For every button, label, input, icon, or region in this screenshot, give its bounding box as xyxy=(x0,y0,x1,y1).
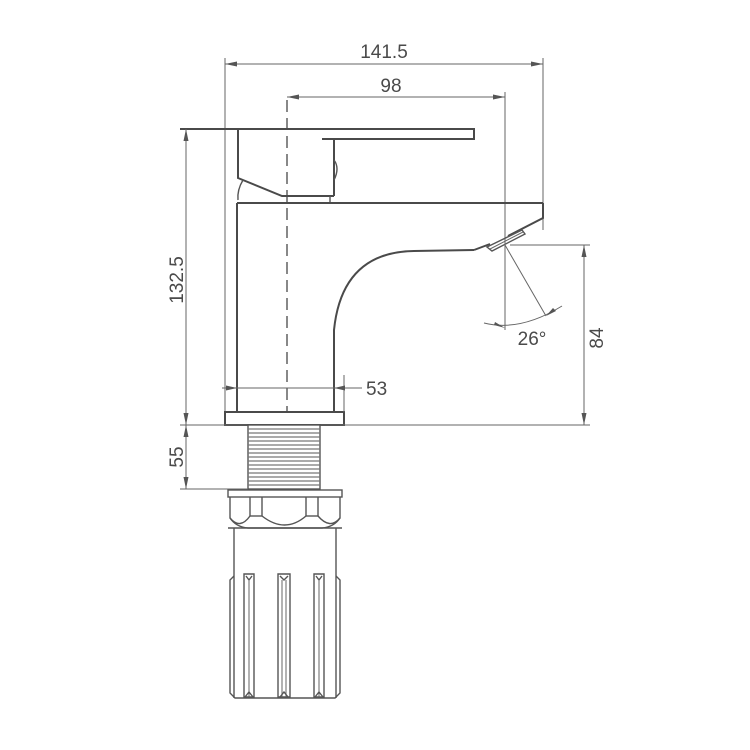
dimension-base-width: 53 xyxy=(222,375,387,412)
dimension-overall-height: 132.5 xyxy=(167,129,189,425)
base-width-label: 53 xyxy=(366,379,387,400)
spout-reach-label: 98 xyxy=(380,76,401,97)
lever-handle xyxy=(180,128,475,202)
dimension-shank-length: 55 xyxy=(167,425,248,490)
spout-height-label: 84 xyxy=(587,327,608,349)
hex-nut xyxy=(227,489,343,529)
overall-height-label: 132.5 xyxy=(167,256,188,304)
overall-length-label: 141.5 xyxy=(360,42,408,63)
connector-tube xyxy=(233,528,337,576)
aerator xyxy=(485,229,527,252)
shank-length-label: 55 xyxy=(167,446,188,467)
dimension-spout-angle: 26° xyxy=(483,240,563,350)
fluted-nut xyxy=(229,573,341,699)
dimension-spout-reach: 98 xyxy=(287,76,506,250)
faucet-body xyxy=(236,202,544,388)
spout-angle-label: 26° xyxy=(518,329,547,350)
threaded-shank xyxy=(247,424,321,490)
dimension-overall-length: 141.5 xyxy=(224,42,544,415)
dimension-spout-height: 84 xyxy=(510,244,608,425)
